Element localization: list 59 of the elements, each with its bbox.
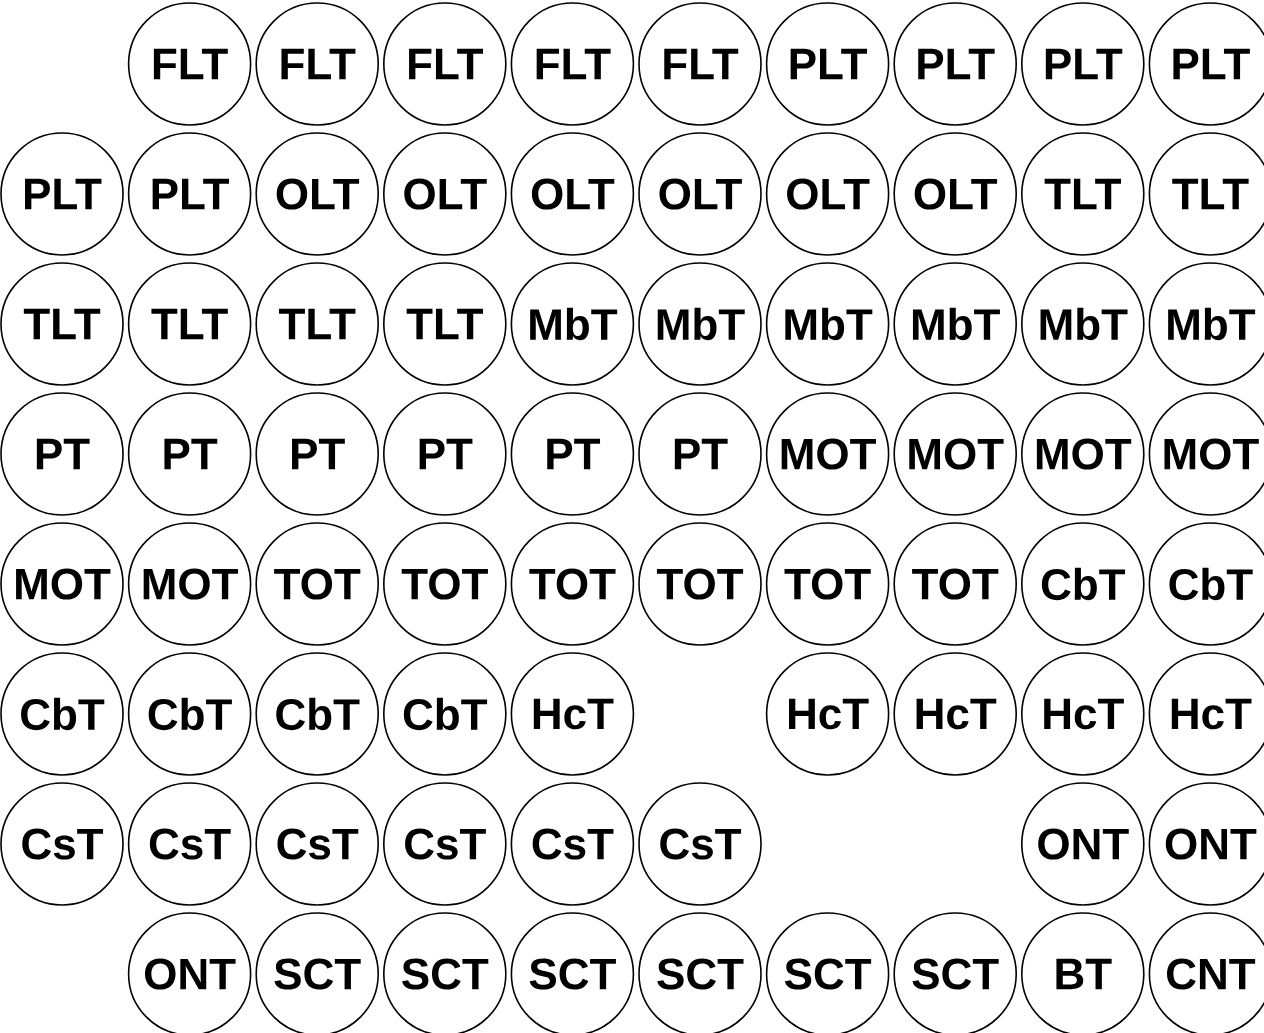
circle-node: MbT	[510, 262, 635, 386]
circle-node: PT	[383, 392, 507, 516]
circle-node: OLT	[765, 132, 890, 256]
circle-node: PT	[127, 392, 252, 516]
circle-node: HcT	[765, 652, 890, 776]
circle-node: HcT	[893, 652, 1017, 776]
circle-node: CbT	[127, 652, 252, 776]
circle-node: FLT	[510, 2, 635, 126]
circle-node: PT	[510, 392, 635, 516]
circle-node: CbT	[1021, 522, 1145, 646]
circle-node: MbT	[1021, 262, 1145, 386]
circle-node: TLT	[0, 262, 124, 386]
circle-node: MbT	[765, 262, 890, 386]
circle-node: MOT	[765, 392, 890, 516]
circle-node: CsT	[127, 782, 252, 906]
circle-node: PT	[255, 392, 379, 516]
circle-node: CsT	[255, 782, 379, 906]
circle-node: OLT	[893, 132, 1017, 256]
circle-node: TLT	[383, 262, 507, 386]
circle-node: PLT	[1021, 2, 1145, 126]
circle-node: FLT	[383, 2, 507, 126]
circle-node: OLT	[383, 132, 507, 256]
circle-node: OLT	[510, 132, 635, 256]
circle-node: TOT	[383, 522, 507, 646]
circle-node: MOT	[893, 392, 1017, 516]
circle-node: TLT	[1021, 132, 1145, 256]
circle-node: FLT	[255, 2, 379, 126]
circle-node: TOT	[765, 522, 890, 646]
circle-node: CsT	[510, 782, 635, 906]
circle-node: PT	[0, 392, 124, 516]
circle-node: ONT	[1021, 782, 1145, 906]
circle-node: TLT	[255, 262, 379, 386]
circle-node: MOT	[127, 522, 252, 646]
circle-node: OLT	[255, 132, 379, 256]
circle-node: TOT	[893, 522, 1017, 646]
circle-node: CsT	[0, 782, 124, 906]
circle-node: OLT	[638, 132, 762, 256]
circle-node: CsT	[638, 782, 762, 906]
circle-node: TOT	[638, 522, 762, 646]
circle-node: TLT	[127, 262, 252, 386]
circle-node: MbT	[893, 262, 1017, 386]
circle-node: PT	[638, 392, 762, 516]
circle-node: HcT	[510, 652, 635, 776]
circle-node: FLT	[127, 2, 252, 126]
circle-node: FLT	[638, 2, 762, 126]
circle-node: CsT	[383, 782, 507, 906]
circle-node: PLT	[0, 132, 124, 256]
circle-node: TOT	[510, 522, 635, 646]
circle-node: MOT	[1021, 392, 1145, 516]
circle-node: MbT	[638, 262, 762, 386]
circle-node: HcT	[1021, 652, 1145, 776]
circle-node: MOT	[0, 522, 124, 646]
circle-node: CbT	[383, 652, 507, 776]
circle-node: TOT	[255, 522, 379, 646]
circle-node: PLT	[127, 132, 252, 256]
circle-node: PLT	[893, 2, 1017, 126]
circle-node: CbT	[255, 652, 379, 776]
circle-node: CbT	[0, 652, 124, 776]
circle-node: PLT	[765, 2, 890, 126]
